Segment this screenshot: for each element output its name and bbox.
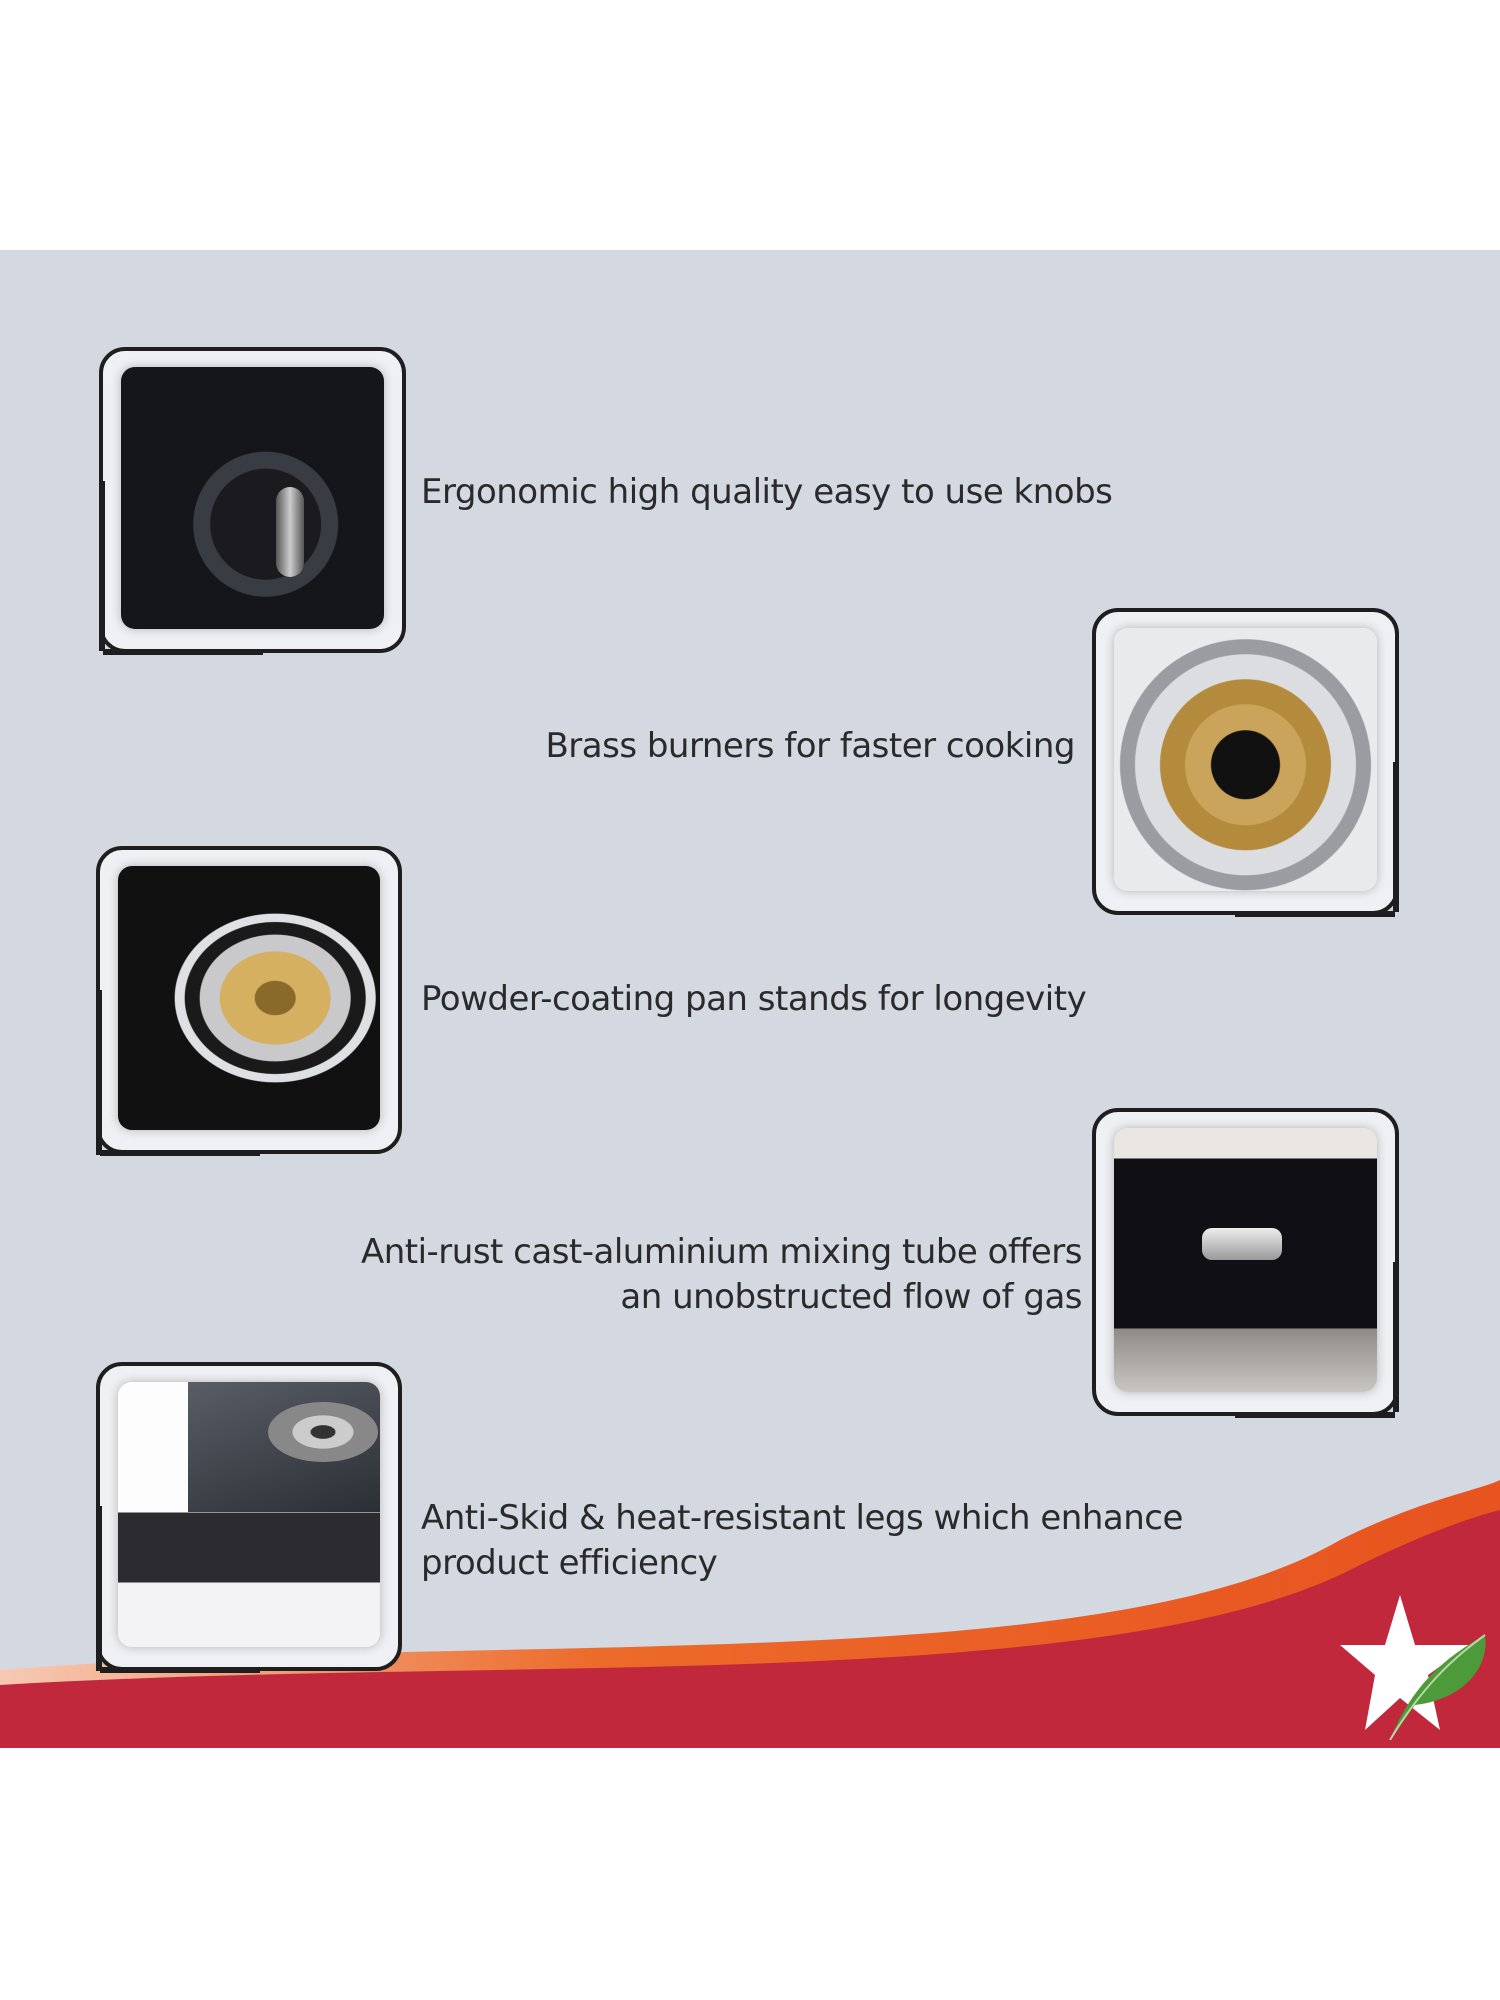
feature-caption-brass-burners: Brass burners for faster cooking	[545, 726, 1075, 766]
knob-image-frame	[99, 347, 406, 655]
knob-photo	[121, 367, 384, 629]
red-wave-band	[0, 1480, 1500, 1748]
legs-photo	[118, 1382, 380, 1647]
feature-caption-mixing-tube-line1: Anti-rust cast-aluminium mixing tube off…	[360, 1232, 1083, 1272]
legs-image-frame	[96, 1362, 402, 1673]
mixing-tube-photo	[1114, 1128, 1377, 1392]
feature-caption-legs-line2: product efficiency	[421, 1543, 718, 1583]
feature-caption-knobs: Ergonomic high quality easy to use knobs	[421, 472, 1113, 512]
brass-burner-image-frame	[1092, 608, 1399, 917]
feature-caption-pan-stands: Powder-coating pan stands for longevity	[421, 979, 1087, 1019]
brass-burner-photo	[1114, 628, 1377, 891]
pan-stand-image-frame	[96, 846, 402, 1156]
feature-caption-legs-line1: Anti-Skid & heat-resistant legs which en…	[421, 1498, 1183, 1538]
feature-caption-mixing-tube-line2: an unobstructed flow of gas	[620, 1277, 1082, 1317]
mixing-tube-image-frame	[1092, 1108, 1399, 1418]
star-leaf-logo-icon	[1340, 1595, 1486, 1740]
pan-stand-photo	[118, 866, 380, 1130]
